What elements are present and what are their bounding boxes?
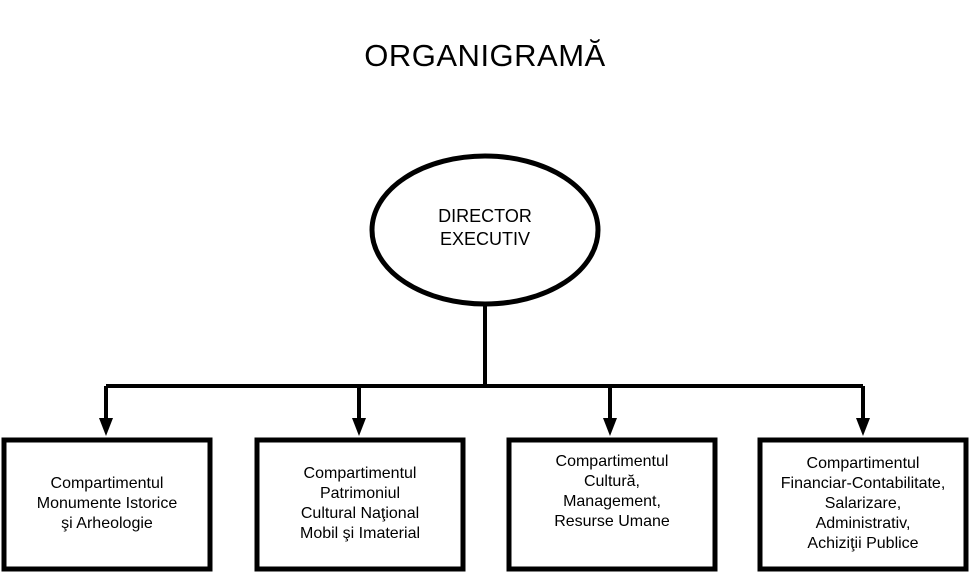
department-4: Compartimentul Financiar-Contabilitate, …	[760, 438, 966, 570]
department-4-line: Achiziţii Publice	[807, 535, 919, 552]
department-1: Compartimentul Monumente Istorice şi Arh…	[4, 438, 210, 570]
department-1-line: Compartimentul	[50, 475, 164, 492]
department-box-3	[506, 437, 718, 572]
arrowhead-1	[99, 418, 113, 436]
department-1-line: şi Arheologie	[61, 515, 153, 532]
arrowhead-4	[856, 418, 870, 436]
department-1-line: Monumente Istorice	[36, 495, 178, 512]
department-box-1	[1, 437, 213, 572]
department-2: Compartimentul Patrimoniul Cultural Naţi…	[257, 438, 463, 570]
arrowhead-3	[603, 418, 617, 436]
department-box-4	[757, 437, 969, 572]
department-3: Compartimentul Cultură, Management, Resu…	[509, 438, 715, 570]
director-label: DIRECTOR EXECUTIV	[370, 205, 600, 251]
department-4-line: Financiar-Contabilitate,	[780, 475, 946, 492]
department-3-line: Cultură,	[583, 473, 640, 490]
department-2-line: Mobil şi Imaterial	[299, 525, 421, 542]
department-4-line: Compartimentul	[806, 455, 920, 472]
department-2-line: Compartimentul	[303, 465, 417, 482]
department-2-line: Cultural Naţional	[300, 505, 420, 522]
chart-title: ORGANIGRAMĂ	[364, 38, 606, 73]
director-label-line1: DIRECTOR	[438, 206, 532, 226]
department-2-line: Patrimoniul	[319, 485, 401, 502]
director-label-line2: EXECUTIV	[439, 229, 531, 249]
department-box-2	[254, 437, 466, 572]
department-3-line: Resurse Umane	[554, 513, 670, 530]
department-3-line: Management,	[563, 493, 661, 510]
department-3-line: Compartimentul	[555, 453, 669, 470]
department-4-line: Administrativ,	[815, 515, 911, 532]
arrowhead-2	[352, 418, 366, 436]
department-4-line: Salarizare,	[824, 495, 902, 512]
